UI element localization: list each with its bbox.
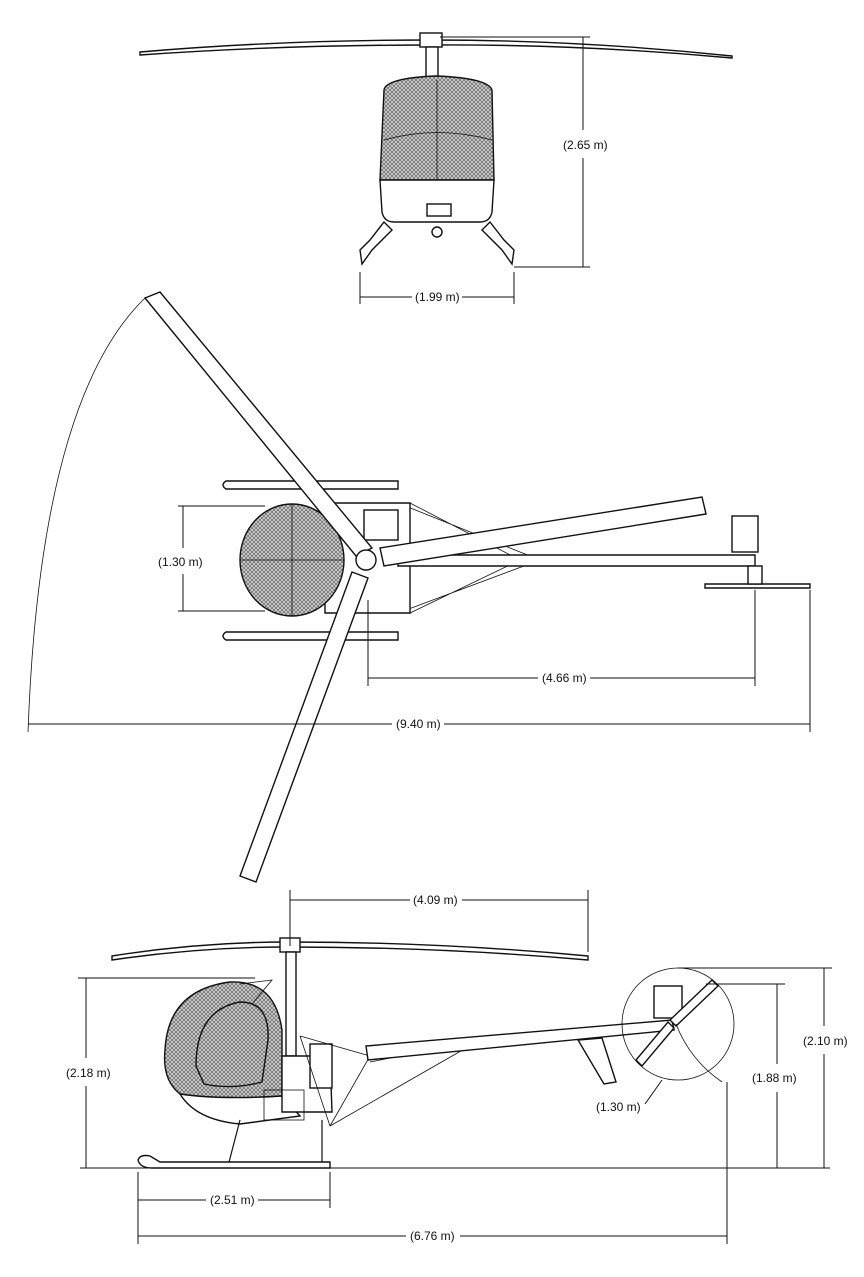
side-mast (285, 951, 297, 1057)
side-cabin-height-label: (2.18 m) (66, 1066, 111, 1080)
side-stabilizer (576, 1037, 617, 1085)
top-view: (1.30 m) (4.66 m) (9.40 m) (27, 291, 811, 883)
front-lower-fuselage (379, 179, 495, 223)
side-overall-length-label: (6.76 m) (410, 1229, 455, 1243)
top-tail-length-label: (4.66 m) (542, 671, 587, 685)
side-overall-height-dimension (678, 967, 832, 1168)
top-rotor-span-label: (9.40 m) (396, 717, 441, 731)
top-tail-gearbox (731, 515, 759, 553)
front-main-rotor-blade (139, 39, 733, 59)
front-intake (426, 203, 452, 217)
front-view: (2.65 m) (1.99 m) (139, 32, 733, 304)
top-rotor-sweep-arc (27, 297, 146, 733)
side-main-rotor-blade (111, 941, 589, 961)
top-blade-2 (379, 496, 707, 567)
top-cabin-width-label: (1.30 m) (158, 555, 203, 569)
top-rotor-hub (355, 549, 377, 571)
top-tail-rotor (704, 583, 811, 589)
front-width-label: (1.99 m) (415, 290, 460, 304)
top-blade-3 (239, 571, 369, 883)
side-tail-rotor-blade-2 (635, 1020, 675, 1068)
side-tail-height-label: (1.88 m) (752, 1071, 797, 1085)
side-main-rotor-label: (4.09 m) (413, 893, 458, 907)
side-door-window (195, 1001, 269, 1088)
side-overall-height-label: (2.10 m) (803, 1034, 848, 1048)
top-blade-1 (143, 291, 374, 557)
side-tail-rotor-diameter-label: (1.30 m) (596, 1100, 641, 1114)
side-tail-height-dimension (706, 983, 785, 1168)
top-cabin-width-dimension (178, 505, 265, 612)
front-rotor-hub (419, 32, 443, 48)
side-tailboom (365, 1019, 675, 1061)
front-width-dimension (359, 272, 515, 304)
top-tail-length-dimension (367, 590, 756, 686)
side-main-rotor-dimension (289, 890, 589, 952)
side-tail-rotor-dim (644, 1079, 663, 1105)
side-skid-gear (227, 1119, 323, 1167)
front-height-dimension (440, 36, 590, 268)
side-skid-length-dimension (137, 1172, 331, 1244)
front-height-label: (2.65 m) (563, 138, 608, 152)
side-tail-rotor-blade-1 (668, 979, 720, 1027)
top-rotor-span-dimension (28, 590, 811, 732)
front-left-skid-strut (359, 220, 393, 266)
top-tailboom (397, 554, 756, 567)
side-skid-length-label: (2.51 m) (210, 1193, 255, 1207)
side-skid (137, 1154, 331, 1169)
top-right-skid (222, 631, 399, 641)
side-cabin-height-dimension (78, 977, 255, 1168)
side-view: (4.09 m) (2.18 m) (1.30 m) (1.88 m) (2.1… (66, 890, 848, 1244)
front-right-skid-strut (481, 220, 515, 266)
side-overall-length-dimension (138, 1082, 728, 1244)
front-mast (425, 46, 439, 78)
